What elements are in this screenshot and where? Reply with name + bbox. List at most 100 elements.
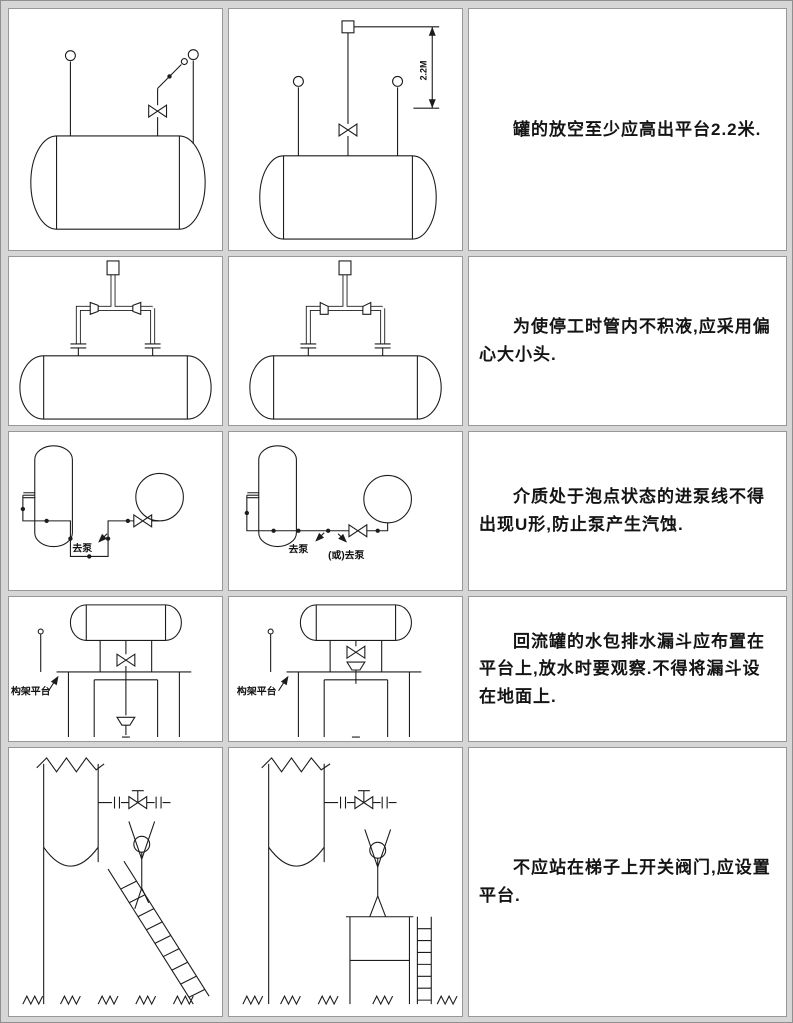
arrow-icon [428, 26, 437, 37]
horizontal-tank [30, 135, 206, 230]
note-text: 为使停工时管内不积液,应采用偏心大小头. [479, 317, 771, 364]
diagram-suction-right: 去泵 (或)去泵 [244, 445, 412, 561]
pipe-with-valve [324, 790, 397, 810]
funnel-icon [346, 661, 366, 671]
horizontal-tank [249, 355, 442, 420]
fitting-dot [374, 528, 381, 534]
concentric-reducer-icon [132, 301, 142, 316]
to-pump-label: 去泵 [72, 542, 92, 555]
diagram-reducer-right [249, 260, 442, 420]
note-text: 回流罐的水包排水漏斗应布置在平台上,放水时要观察.不得将漏斗设在地面上. [479, 631, 765, 706]
dimension-2-2m: 2.2M [353, 26, 440, 109]
nozzle-flanges [70, 343, 161, 349]
diagram-reducer-wrong [19, 260, 212, 420]
post-tip [37, 628, 44, 635]
ground-mark-icon [59, 995, 81, 1005]
column-vessel [36, 756, 105, 1005]
break-line [261, 756, 331, 773]
nozzle-stubs [77, 347, 154, 356]
arrow-icon [280, 673, 292, 686]
operator-platform [345, 916, 432, 1005]
horizontal-tank [299, 604, 412, 641]
post-tip [267, 628, 274, 635]
ground-mark-icon [436, 995, 458, 1005]
ground-mark-icon [97, 995, 119, 1005]
valve-icon [348, 524, 368, 538]
fitting-dot [270, 528, 277, 534]
vent-with-valve [148, 58, 188, 136]
suction-pipe-with-u [22, 495, 134, 557]
vent-top-cap [341, 20, 355, 34]
fitting-dot [20, 506, 26, 512]
person-figure [128, 821, 156, 909]
cell-r2-right [228, 256, 463, 426]
ground-mark-icon [317, 995, 339, 1005]
note-text: 介质处于泡点状态的进泵线不得出现U形,防止泵产生汽蚀. [479, 487, 765, 534]
cell-r2-wrong [8, 256, 223, 426]
riser-fitting [106, 260, 120, 276]
fitting-dot [166, 73, 173, 80]
vent-cap-icon [392, 75, 404, 87]
diagram-ladder-wrong [22, 756, 210, 1005]
fitting-dot [67, 535, 74, 542]
vent-tip [180, 58, 188, 66]
pump [363, 474, 412, 524]
valve-icon [116, 653, 136, 667]
valve-icon [346, 645, 366, 659]
guideline-grid: 2.2M 罐的放空至少应高出平台2.2米. [8, 8, 787, 1017]
horizontal-tank [259, 155, 437, 240]
ground-mark-icon [372, 995, 394, 1005]
nozzle-flanges [300, 343, 391, 349]
cell-r3-note: 介质处于泡点状态的进泵线不得出现U形,防止泵产生汽蚀. [468, 431, 787, 591]
cell-r1-wrong [8, 8, 223, 251]
pump [135, 472, 184, 522]
horizontal-tank [19, 355, 212, 420]
to-pump-label: 去泵 [288, 542, 308, 555]
cell-r3-right: 去泵 (或)去泵 [228, 431, 463, 591]
valve-icon [338, 123, 358, 137]
flange-icon [155, 796, 162, 810]
platform-label: 构架平台 [237, 685, 277, 698]
pipe-with-valve [98, 790, 171, 810]
break-line [36, 756, 105, 773]
concentric-reducer-icon [89, 301, 99, 316]
diagram-vent-wrong [30, 49, 206, 230]
horizontal-tank [69, 604, 182, 641]
vertical-vessel [258, 445, 297, 548]
column-vessel [261, 756, 331, 1005]
arrow-icon [50, 673, 63, 686]
tank-legs [99, 640, 153, 672]
valve-icon [148, 104, 168, 118]
flange-icon [381, 796, 388, 810]
cell-r1-right: 2.2M [228, 8, 463, 251]
cell-r4-wrong: 构架平台 [8, 596, 223, 742]
or-to-pump-label: (或)去泵 [328, 548, 364, 561]
cell-r5-wrong [8, 747, 223, 1017]
cell-r5-right [228, 747, 463, 1017]
diagram-funnel-right: 构架平台 [237, 604, 422, 738]
vent-cap-icon [187, 49, 199, 61]
arrow-icon [428, 98, 437, 109]
piping-inner [306, 272, 385, 344]
vent-cap-icon [64, 50, 76, 62]
riser-fitting [338, 260, 352, 276]
person-figure [364, 829, 392, 917]
fitting-dot [125, 518, 131, 524]
support-structure [297, 671, 410, 738]
valve-icon [133, 514, 153, 528]
flange-icon [339, 796, 347, 810]
diagram-ladder-right [242, 756, 458, 1005]
diagram-vent-right: 2.2M [259, 20, 440, 240]
vent-right [392, 75, 404, 156]
fitting-dot [295, 528, 302, 534]
ground-mark-icon [242, 995, 264, 1005]
fitting-dot [86, 553, 92, 560]
ground-mark-icon [280, 995, 301, 1005]
diagram-funnel-wrong: 构架平台 [11, 604, 192, 738]
fitting-dot [43, 518, 50, 524]
flange-icon [113, 796, 121, 810]
diagram-suction-wrong: 去泵 [20, 445, 184, 560]
ground-mark-icon [22, 995, 44, 1005]
fitting-dot [244, 510, 250, 516]
valve-handle-icon [128, 790, 148, 810]
